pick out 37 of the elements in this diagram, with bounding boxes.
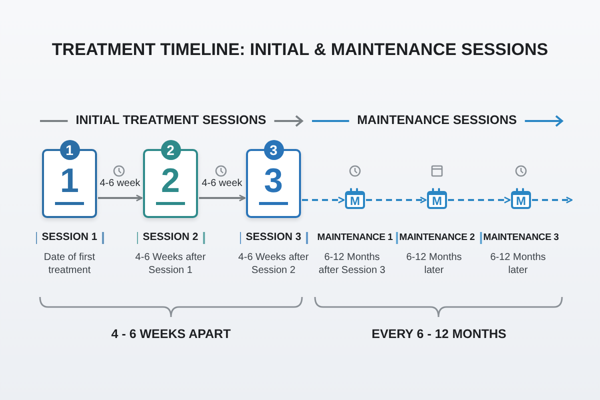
- session-description: 4-6 Weeks after Session 2: [237, 251, 310, 277]
- arrow: [448, 196, 511, 204]
- session-number: 3: [263, 163, 284, 199]
- arrow: [366, 196, 427, 204]
- calendar-box: [427, 191, 447, 209]
- session-label: MAINTENANCE 3: [483, 232, 559, 243]
- arrow: [532, 196, 573, 204]
- section-heading: INITIAL TREATMENT SESSIONS: [76, 113, 266, 127]
- arrow: [302, 196, 345, 204]
- session-label: SESSION 1: [42, 231, 98, 243]
- number-badge: 2: [160, 140, 180, 160]
- title: TREATMENT TIMELINE: INITIAL & MAINTENANCE SESSIONS: [50, 40, 550, 60]
- calendar-letter: M: [515, 195, 527, 208]
- calendar-box: [511, 191, 531, 209]
- session-label: MAINTENANCE 1: [317, 232, 393, 243]
- section-heading: MAINTENANCE SESSIONS: [357, 113, 517, 127]
- brace-label: 4 - 6 WEEKS APART: [111, 327, 231, 341]
- calendar-box: [345, 191, 365, 209]
- session-description: Date of first treatment: [42, 251, 96, 277]
- session-label: MAINTENANCE 2: [399, 232, 475, 243]
- session-description: 4-6 Weeks after Session 1: [134, 251, 207, 277]
- calendar-letter: M: [349, 195, 361, 208]
- session-number: 2: [160, 163, 181, 199]
- arrow: [98, 194, 143, 202]
- session-label: SESSION 3: [246, 231, 302, 243]
- session-description: 6-12 Months later: [489, 251, 547, 277]
- number-badge: 1: [60, 140, 80, 160]
- number-badge: 3: [264, 140, 284, 160]
- arrow: [199, 194, 246, 202]
- session-description: 6-12 Months later: [405, 251, 463, 277]
- edge-label: 4-6 week: [200, 178, 244, 189]
- session-label: SESSION 2: [142, 231, 198, 243]
- calendar-letter: M: [431, 195, 443, 208]
- session-number: 1: [59, 163, 80, 199]
- brace-label: EVERY 6 - 12 MONTHS: [372, 327, 506, 341]
- session-description: 6-12 Months after Session 3: [318, 251, 386, 277]
- edge-label: 4-6 week: [98, 178, 142, 189]
